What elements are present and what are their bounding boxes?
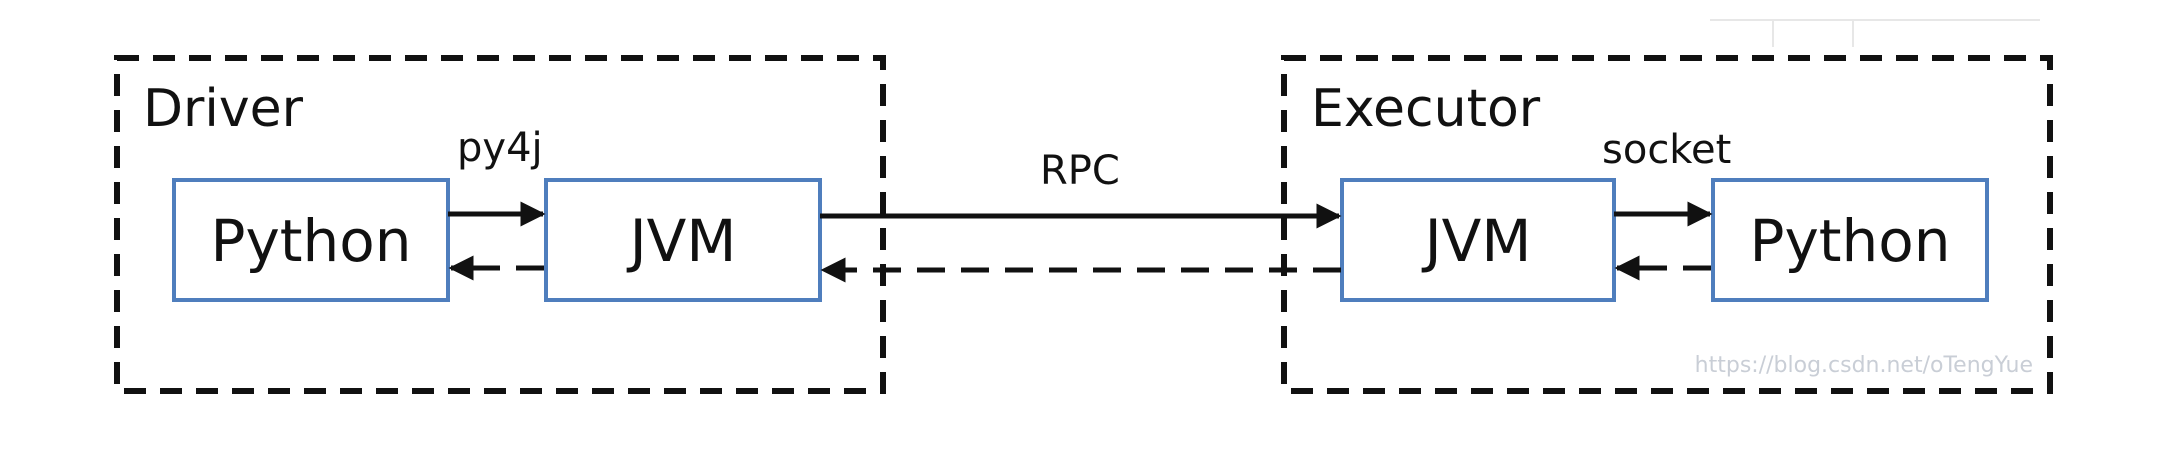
socket-label: socket bbox=[1602, 127, 1731, 173]
driver-title: Driver bbox=[143, 79, 304, 139]
executor-jvm-label: JVM bbox=[1422, 207, 1532, 275]
executor-title: Executor bbox=[1311, 79, 1541, 139]
rpc-label: RPC bbox=[1040, 148, 1120, 194]
executor-python-box bbox=[1711, 178, 1989, 302]
executor-python-label: Python bbox=[1749, 207, 1950, 275]
py4j-label: py4j bbox=[457, 125, 543, 171]
crop-artifact bbox=[1710, 19, 2040, 47]
driver-container bbox=[114, 55, 886, 394]
driver-jvm-box bbox=[544, 178, 822, 302]
executor-container bbox=[1281, 55, 2053, 394]
executor-jvm-box bbox=[1340, 178, 1616, 302]
driver-python-box bbox=[172, 178, 450, 302]
driver-jvm-label: JVM bbox=[627, 207, 737, 275]
watermark: https://blog.csdn.net/oTengYue bbox=[1695, 353, 2033, 378]
driver-python-label: Python bbox=[210, 207, 411, 275]
